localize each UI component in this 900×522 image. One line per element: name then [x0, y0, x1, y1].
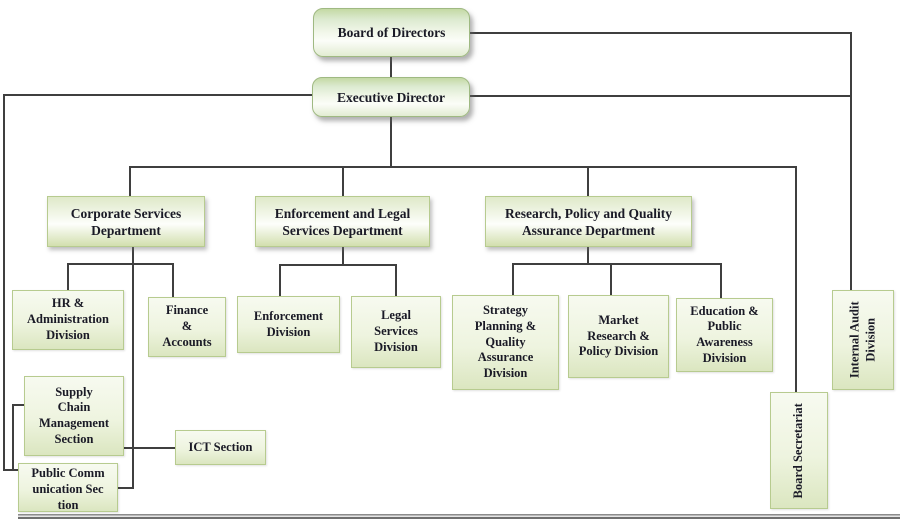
page-bottom-rule — [18, 514, 900, 519]
org-node-education-public-awareness-division: Education & Public Awareness Division — [676, 298, 773, 372]
connector-line — [512, 263, 514, 295]
connector-line — [12, 404, 14, 471]
org-node-label: Board Secretariat — [791, 402, 806, 499]
connector-line — [279, 264, 281, 296]
org-node-enforcement-division: Enforcement Division — [237, 296, 340, 353]
connector-line — [395, 264, 397, 296]
connector-line — [850, 32, 852, 290]
org-node-label: Finance & Accounts — [162, 303, 212, 349]
connector-line — [390, 117, 392, 168]
connector-line — [720, 263, 722, 298]
org-node-supply-chain-management-section: Supply Chain Management Section — [24, 376, 124, 456]
connector-line — [12, 404, 25, 406]
connector-line — [132, 247, 134, 489]
connector-line — [470, 32, 852, 34]
connector-line — [512, 263, 722, 265]
org-node-label: Strategy Planning & Quality Assurance Di… — [474, 303, 537, 381]
org-node-market-research-policy-division: Market Research & Policy Division — [568, 295, 669, 378]
org-node-label: Education & Public Awareness Division — [690, 303, 759, 365]
org-node-strategy-planning-quality-division: Strategy Planning & Quality Assurance Di… — [452, 295, 559, 390]
org-node-label: Legal Services Division — [374, 308, 418, 354]
org-node-executive-director: Executive Director — [312, 77, 470, 117]
org-node-label: Corporate Services Department — [70, 205, 182, 238]
connector-line — [279, 264, 397, 266]
org-node-board-of-directors: Board of Directors — [313, 8, 470, 57]
connector-line — [342, 247, 344, 265]
connector-line — [67, 263, 69, 290]
org-node-label: Board of Directors — [337, 25, 446, 40]
connector-line — [67, 263, 174, 265]
connector-line — [390, 57, 392, 77]
org-node-label: Enforcement and Legal Services Departmen… — [274, 205, 411, 238]
org-node-hr-administration-division: HR & Administration Division — [12, 290, 124, 350]
org-node-label: Market Research & Policy Division — [578, 312, 659, 359]
org-node-label: ICT Section — [188, 439, 253, 454]
org-node-ict-section: ICT Section — [175, 430, 266, 465]
org-node-finance-accounts: Finance & Accounts — [148, 297, 226, 357]
org-node-public-communication-section: Public Communication Section — [18, 463, 118, 512]
connector-line — [342, 166, 344, 196]
connector-line — [587, 247, 589, 265]
connector-line — [610, 263, 612, 295]
connector-line — [3, 94, 5, 471]
org-node-label: Internal Audit Division — [847, 301, 877, 379]
org-node-label: Executive Director — [336, 89, 446, 105]
org-node-enforcement-legal-department: Enforcement and Legal Services Departmen… — [255, 196, 430, 247]
connector-line — [3, 469, 20, 471]
org-node-label: Enforcement Division — [253, 308, 324, 339]
connector-line — [129, 166, 797, 168]
org-node-label: Supply Chain Management Section — [38, 384, 110, 446]
connector-line — [129, 166, 131, 196]
org-node-internal-audit-division: Internal Audit Division — [832, 290, 894, 390]
org-node-legal-services-division: Legal Services Division — [351, 296, 441, 368]
org-node-corporate-services-department: Corporate Services Department — [47, 196, 205, 247]
org-node-research-policy-quality-department: Research, Policy and Quality Assurance D… — [485, 196, 692, 247]
connector-line — [587, 166, 589, 196]
org-node-label: Research, Policy and Quality Assurance D… — [505, 205, 672, 238]
connector-line — [172, 263, 174, 297]
org-node-label: Public Communication Section — [31, 466, 105, 512]
connector-line — [118, 487, 134, 489]
connector-line — [470, 95, 852, 97]
org-node-board-secretariat: Board Secretariat — [770, 392, 828, 509]
org-node-label: HR & Administration Division — [27, 296, 109, 342]
connector-line — [795, 166, 797, 392]
connector-line — [3, 94, 312, 96]
connector-line — [124, 447, 175, 449]
